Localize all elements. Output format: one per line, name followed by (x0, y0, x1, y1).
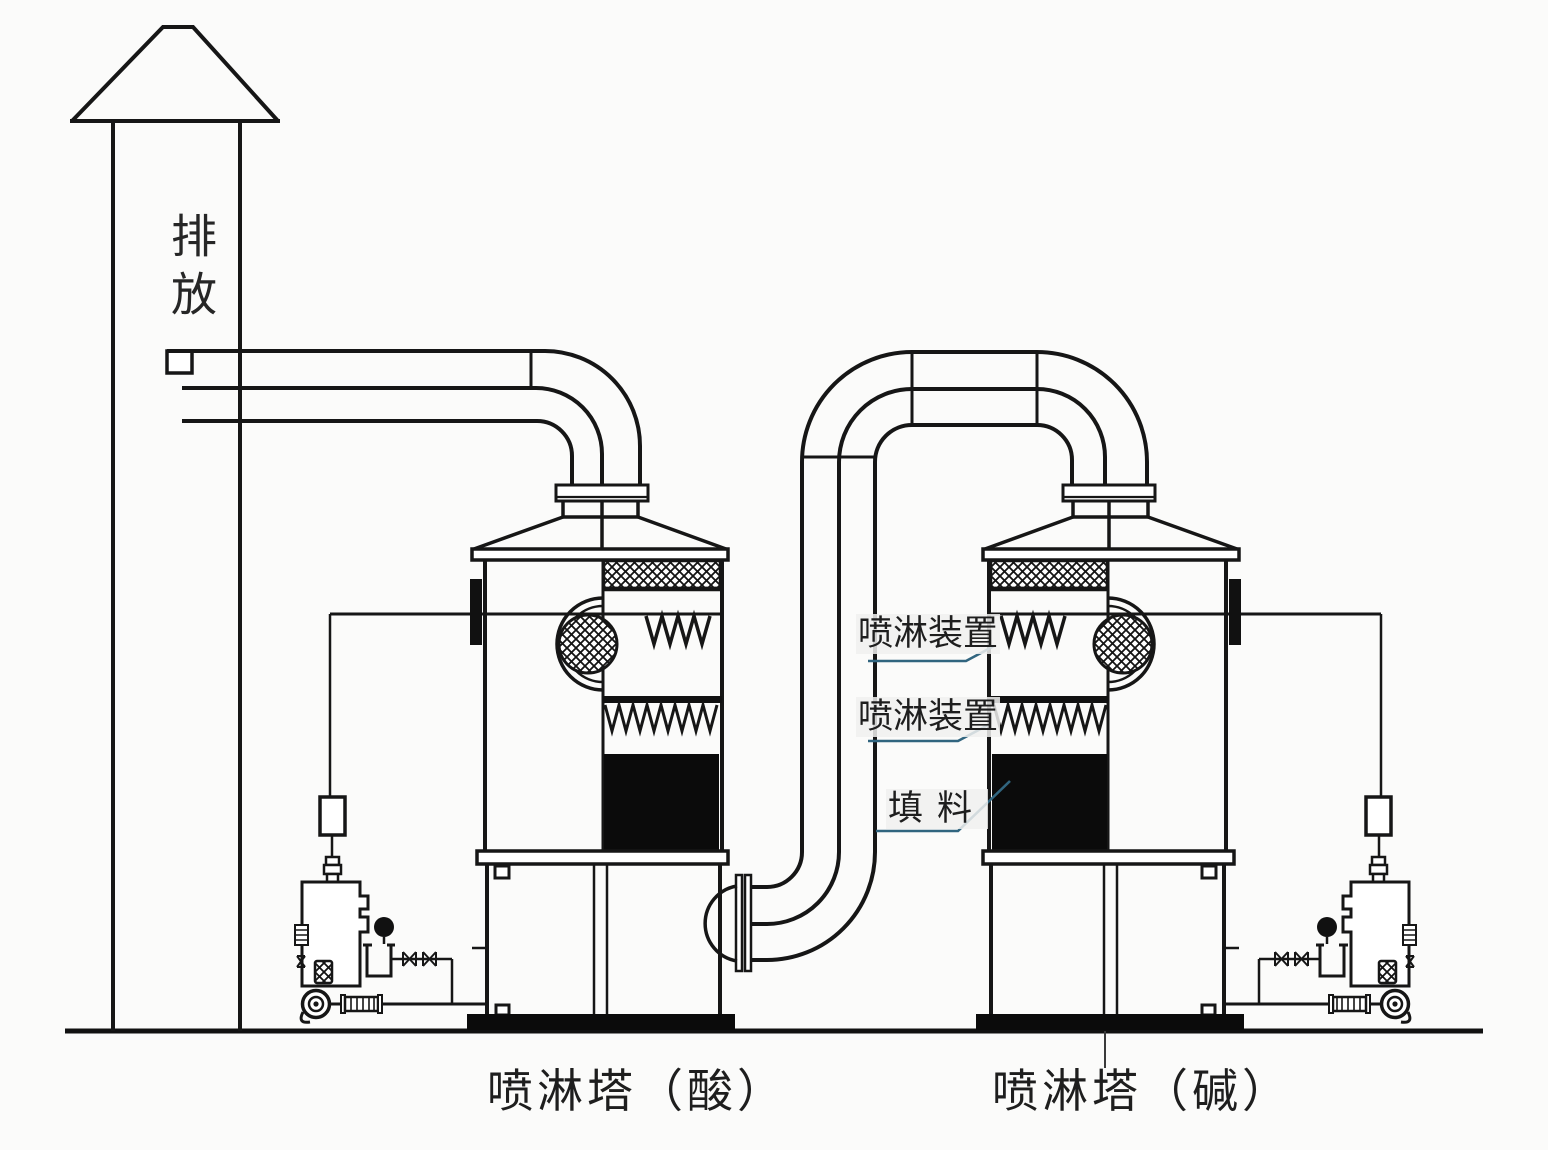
exhaust-stack (70, 25, 280, 1031)
stack-inlet-port (165, 349, 194, 375)
callout-spray-device-2: 喷淋装置 (856, 697, 1001, 737)
sump-inlet-dome (703, 884, 738, 963)
duct-flange-bars (734, 873, 744, 973)
spray-tower-acid (295, 485, 735, 1030)
leader-packing (876, 780, 1011, 833)
stack-cap (70, 25, 280, 123)
callout-spray-device-1: 喷淋装置 (856, 614, 1001, 654)
inter-tower-duct (703, 350, 1149, 973)
spray-tower-alkali (976, 485, 1416, 1030)
caption-spray-tower-acid: 喷淋塔（酸） (487, 1066, 787, 1117)
stack-walls (111, 121, 242, 1031)
discharge-duct (167, 349, 642, 486)
callout-packing: 填料 (886, 789, 989, 829)
stack-emission-label: 排放 (165, 212, 216, 328)
caption-spray-tower-alkali: 喷淋塔（碱） (992, 1066, 1292, 1117)
